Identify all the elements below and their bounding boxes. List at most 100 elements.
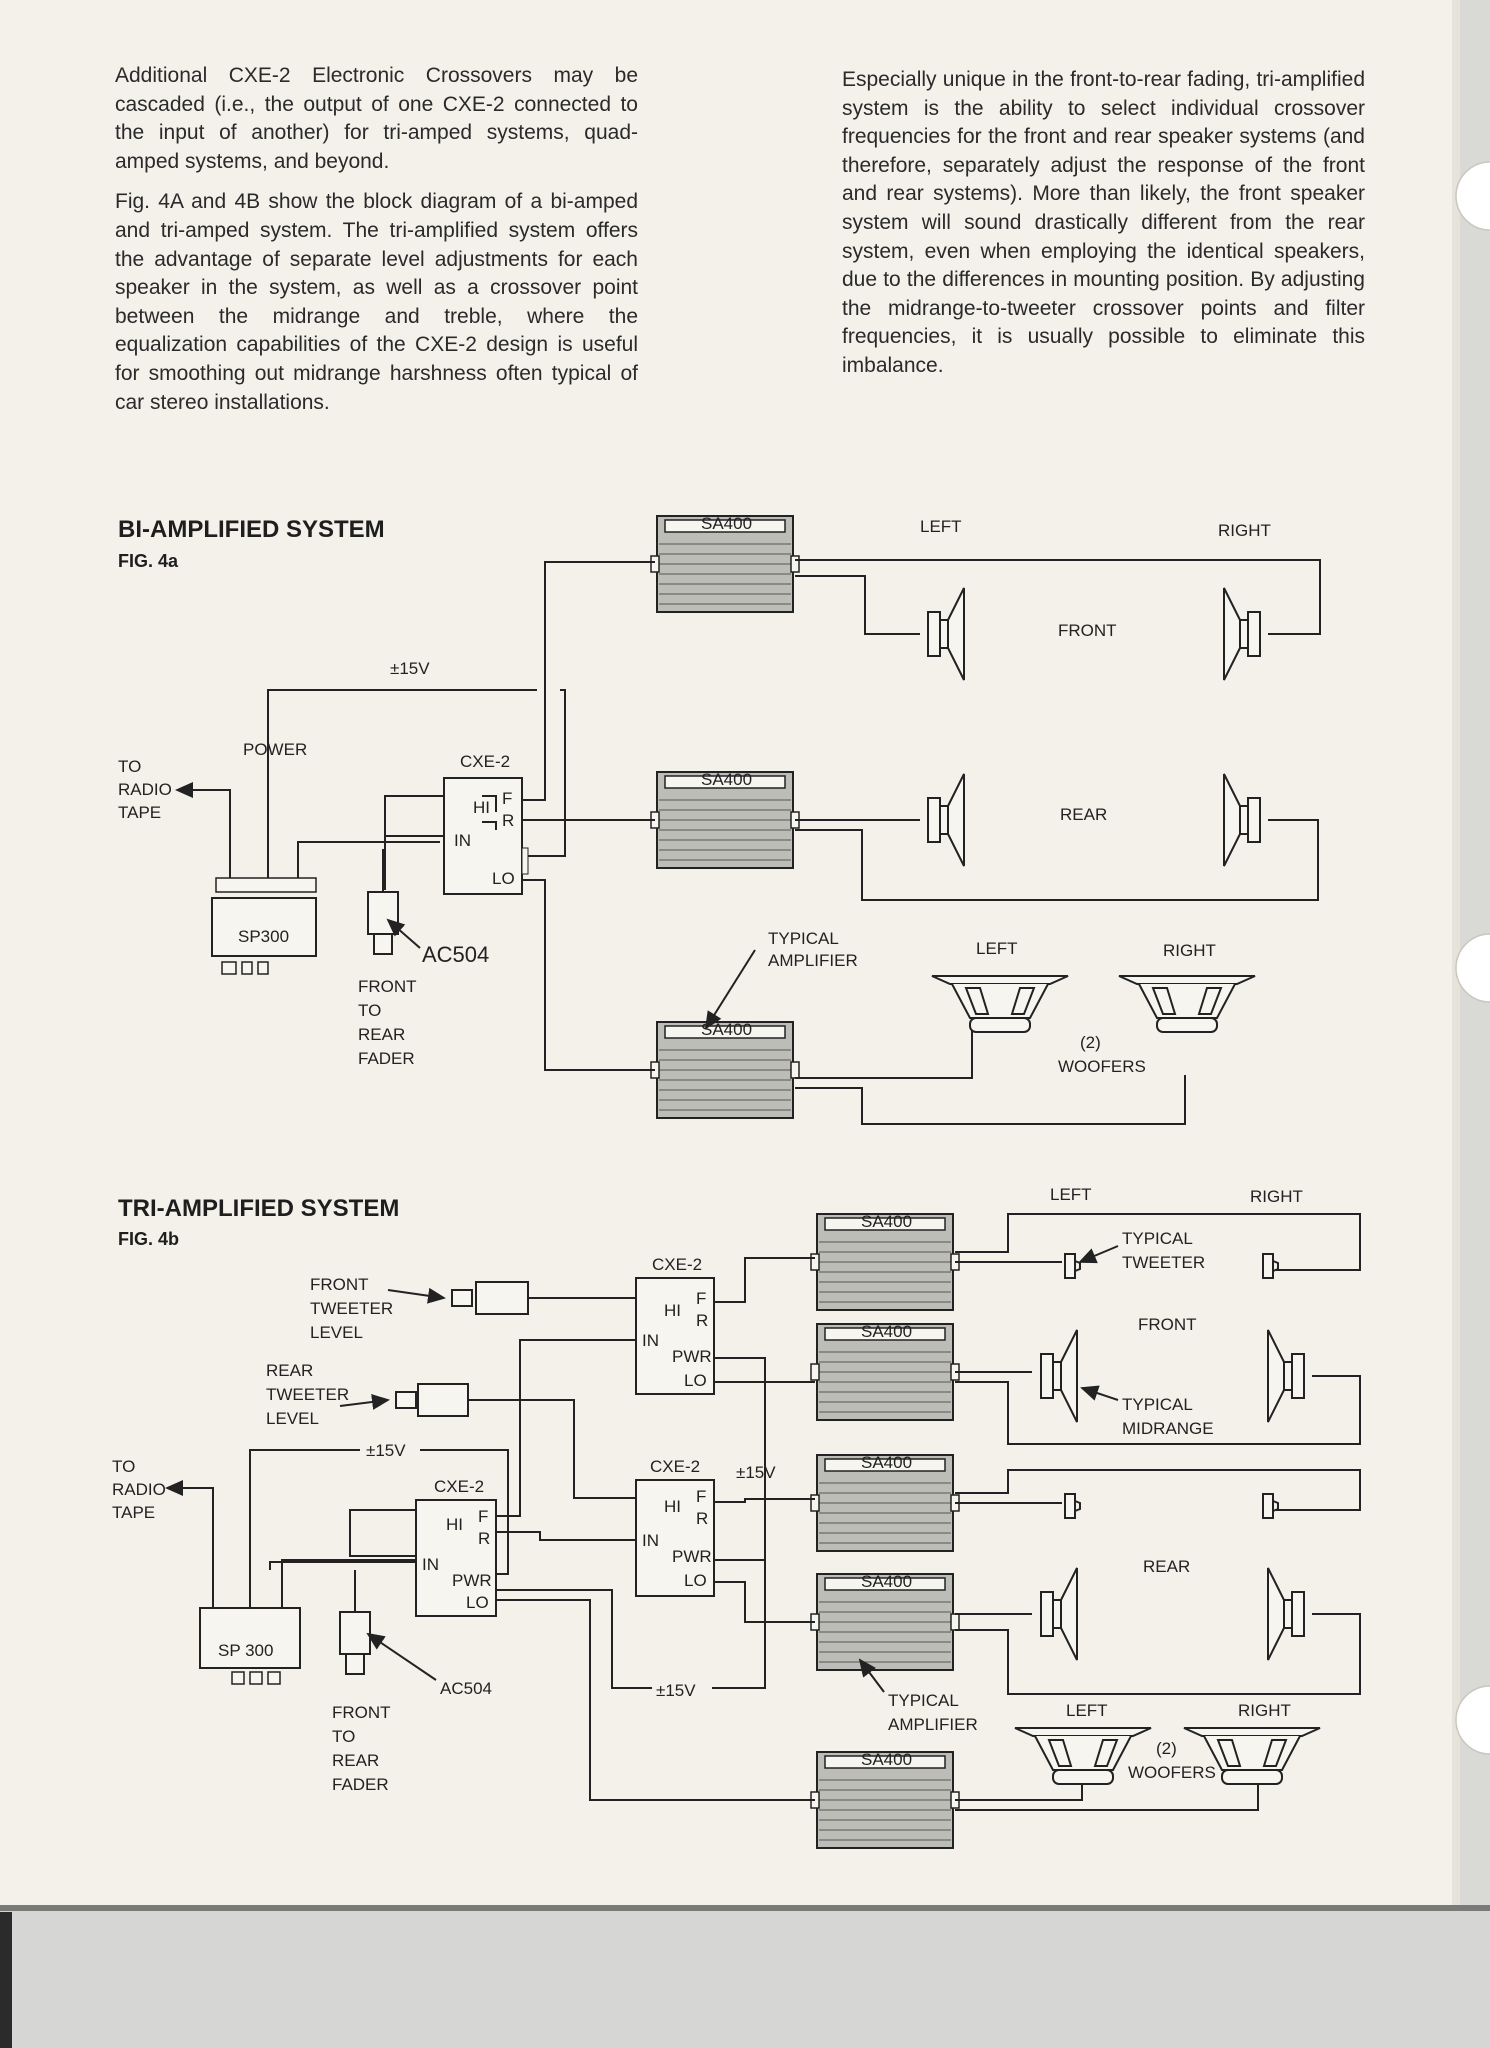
label-to: TO (112, 1457, 135, 1476)
label-ftl: TWEETER (310, 1299, 393, 1318)
tweeter-rear-right (1262, 1493, 1279, 1519)
punch-hole (1455, 161, 1490, 231)
amplifier-front-tweeter: SA400 (810, 1212, 960, 1311)
speaker-front-right (1223, 587, 1261, 681)
fig4a-title: BI-AMPLIFIED SYSTEM (118, 516, 385, 543)
cxe-label: CXE-2 (460, 752, 510, 771)
port-f: F (696, 1487, 706, 1506)
midrange-rear-right (1267, 1567, 1305, 1661)
port-f: F (502, 789, 512, 808)
speaker-rear-right (1223, 773, 1261, 867)
label-woofer-left: LEFT (976, 939, 1018, 958)
fig4b-number: FIG. 4b (118, 1229, 180, 1249)
label-amplifier: AMPLIFIER (768, 951, 858, 970)
punch-hole (1455, 1685, 1490, 1755)
midrange-front-right (1267, 1329, 1305, 1423)
label-woofer-right: RIGHT (1238, 1701, 1291, 1720)
label-two: (2) (1080, 1033, 1101, 1052)
scanner-bed (0, 1905, 1490, 2048)
speaker-rear-left (927, 773, 965, 867)
amp-label: SA400 (861, 1453, 912, 1472)
label-rtl: TWEETER (266, 1385, 349, 1404)
label-rtl: LEVEL (266, 1409, 319, 1428)
label-plus15v: ±15V (736, 1463, 776, 1482)
label-fader: REAR (358, 1025, 405, 1044)
label-plus15v: ±15V (390, 659, 430, 678)
port-pwr: PWR (452, 1571, 492, 1590)
label-midrange: MIDRANGE (1122, 1419, 1214, 1438)
label-left: LEFT (1050, 1185, 1092, 1204)
port-pwr: PWR (672, 1347, 712, 1366)
paragraph: Additional CXE-2 Electronic Crossovers m… (115, 64, 638, 173)
crossover-cxe2 (443, 777, 523, 895)
label-fader: FADER (358, 1049, 415, 1068)
port-lo: LO (684, 1371, 707, 1390)
label-fader: TO (358, 1001, 381, 1020)
amp-label: SA400 (861, 1322, 912, 1341)
text-column-right: Especially unique in the front-to-rear f… (842, 66, 1365, 393)
scanner-mark (0, 1912, 12, 2048)
crossover-cxe2-rear (635, 1479, 715, 1597)
port-r: R (478, 1529, 490, 1548)
amp-label: SA400 (861, 1212, 912, 1231)
label-ac504: AC504 (422, 942, 489, 967)
label-front: FRONT (1138, 1315, 1197, 1334)
woofer-right (1118, 975, 1256, 1033)
port-r: R (696, 1509, 708, 1528)
cxe-label: CXE-2 (650, 1457, 700, 1476)
paragraph: Especially unique in the front-to-rear f… (842, 68, 1365, 377)
front-tweeter-level (475, 1281, 529, 1315)
amplifier-front-midrange: SA400 (810, 1322, 960, 1421)
tweeter-rear-left (1064, 1493, 1081, 1519)
port-in: IN (642, 1531, 659, 1550)
label-fader: REAR (332, 1751, 379, 1770)
speaker-front-left (927, 587, 965, 681)
fig4a-diagram: LEFT RIGHT FRONT REAR SA400 SA400 SA400 … (118, 514, 1321, 1125)
amplifier-woofer: SA400 (650, 1020, 800, 1119)
label-amplifier: AMPLIFIER (888, 1715, 978, 1734)
label-fader: TO (332, 1727, 355, 1746)
label-typical: TYPICAL (768, 929, 839, 948)
crossover-cxe2-main (415, 1499, 497, 1617)
label-radio: RADIO (118, 780, 172, 799)
label-typical-amp: TYPICAL (888, 1691, 959, 1710)
label-tweeter: TWEETER (1122, 1253, 1205, 1272)
label-right: RIGHT (1250, 1187, 1303, 1206)
port-lo: LO (492, 869, 515, 888)
port-hi: HI (664, 1497, 681, 1516)
label-power: POWER (243, 740, 307, 759)
port-in: IN (642, 1331, 659, 1350)
amplifier-rear-midrange: SA400 (810, 1572, 960, 1671)
fig4a-number: FIG. 4a (118, 551, 179, 571)
label-ac504: AC504 (440, 1679, 492, 1698)
sp300-unit (199, 1607, 301, 1669)
amp-label: SA400 (701, 514, 752, 533)
label-fader: FRONT (332, 1703, 391, 1722)
label-rear: REAR (1143, 1557, 1190, 1576)
midrange-front-left (1040, 1329, 1078, 1423)
label-typical-mid: TYPICAL (1122, 1395, 1193, 1414)
port-in: IN (454, 831, 471, 850)
port-in: IN (422, 1555, 439, 1574)
label-plus15v: ±15V (656, 1681, 696, 1700)
label-tape: TAPE (118, 803, 161, 822)
label-rear: REAR (1060, 805, 1107, 824)
label-right: RIGHT (1218, 521, 1271, 540)
sp-label: SP300 (238, 927, 289, 946)
sp300-unit (211, 897, 317, 957)
cxe-label: CXE-2 (434, 1477, 484, 1496)
port-hi: HI (473, 798, 490, 817)
amp-label: SA400 (701, 770, 752, 789)
port-f: F (478, 1507, 488, 1526)
label-woofers: WOOFERS (1058, 1057, 1146, 1076)
label-typical-tweeter: TYPICAL (1122, 1229, 1193, 1248)
label-woofers: WOOFERS (1128, 1763, 1216, 1782)
amplifier-rear: SA400 (650, 770, 800, 869)
port-lo: LO (684, 1571, 707, 1590)
amplifier-front: SA400 (650, 514, 800, 613)
label-woofer-right: RIGHT (1163, 941, 1216, 960)
page-bottom-edge (0, 1905, 1490, 1911)
cxe-label: CXE-2 (652, 1255, 702, 1274)
label-ftl: LEVEL (310, 1323, 363, 1342)
